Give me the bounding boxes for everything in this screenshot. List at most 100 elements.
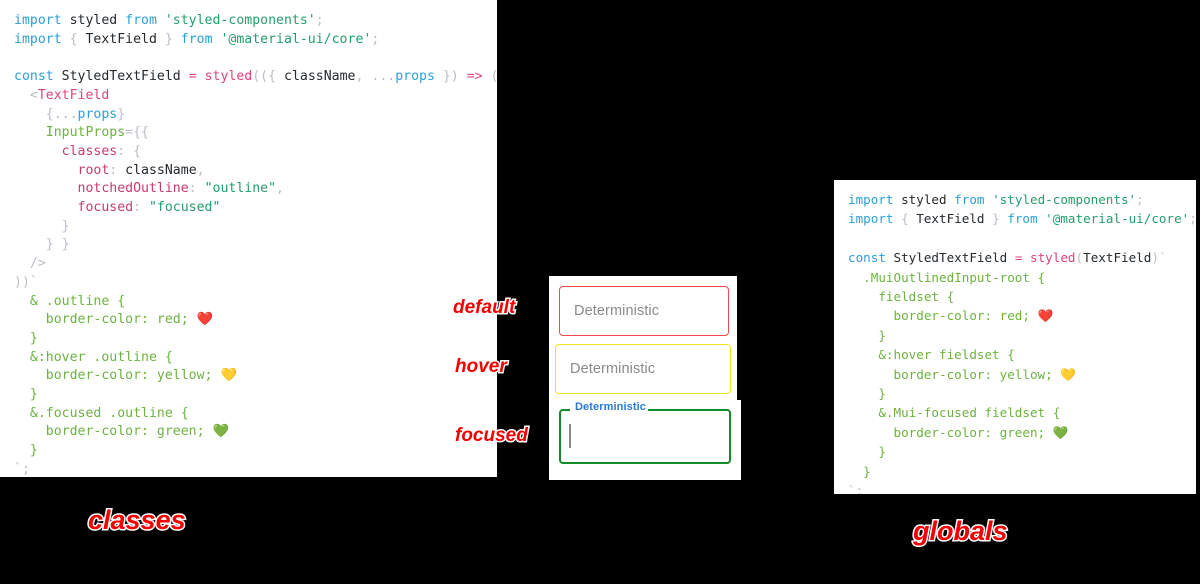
- code-token: ={{: [125, 125, 149, 141]
- annotation-hover: hover: [454, 355, 509, 379]
- code-line: &:hover .outline {: [14, 349, 497, 368]
- code-line: }: [14, 218, 497, 237]
- code-token: '@material-ui/core': [1045, 211, 1190, 227]
- code-token: 'styled-components': [164, 13, 316, 28]
- code-line: } }: [14, 236, 497, 255]
- code-token: }: [848, 444, 886, 460]
- code-token: ,: [355, 69, 364, 85]
- code-line: }: [14, 330, 497, 349]
- annotation-default: default: [451, 296, 516, 320]
- code-line: classes: {: [14, 143, 497, 162]
- code-line: [848, 229, 1196, 248]
- textfield-focused[interactable]: [559, 409, 731, 464]
- code-token: className: [125, 162, 197, 178]
- code-token: ;: [371, 31, 380, 47]
- textfield-demo-panel: Deterministic Deterministic Deterministi…: [549, 276, 741, 480]
- code-line: import { TextField } from '@material-ui/…: [848, 209, 1196, 228]
- code-token: (: [1075, 250, 1084, 266]
- code-token: ,: [276, 181, 284, 197]
- code-line: {...props}: [14, 106, 497, 125]
- code-token: [1022, 250, 1030, 265]
- code-line: &:hover fieldset {: [848, 345, 1196, 364]
- caption-classes: classes: [87, 504, 188, 537]
- code-token: styled: [69, 13, 126, 28]
- code-token: />: [14, 256, 46, 272]
- code-token: from: [172, 31, 221, 47]
- code-line: import styled from 'styled-components';: [14, 12, 497, 31]
- code-token: classes: [14, 143, 118, 159]
- code-token: border-color: yellow;: [14, 368, 221, 384]
- code-token: ;: [315, 13, 324, 28]
- code-token: [197, 69, 205, 84]
- code-token: 💛: [220, 368, 237, 384]
- code-token: ,: [196, 162, 205, 178]
- code-line: &.focused .outline {: [14, 405, 497, 424]
- code-token: import: [14, 31, 70, 47]
- code-token: [459, 69, 467, 84]
- code-token: from: [125, 13, 165, 28]
- code-token: {: [69, 31, 78, 47]
- code-token: )`: [1151, 250, 1167, 266]
- code-token: 💚: [1052, 424, 1069, 440]
- code-line: }: [14, 442, 497, 461]
- code-token: (: [482, 69, 497, 85]
- code-token: }: [14, 218, 70, 234]
- code-line: border-color: yellow; 💛: [848, 365, 1196, 384]
- code-line: border-color: yellow; 💛: [14, 367, 497, 386]
- code-token: :: [188, 181, 205, 197]
- code-token: props: [395, 69, 443, 85]
- code-token: ))`: [14, 274, 38, 290]
- code-line: `;: [14, 461, 497, 477]
- code-token: border-color: red;: [14, 312, 197, 328]
- code-token: {: [901, 211, 909, 227]
- code-token: =: [1014, 250, 1023, 266]
- code-token: className: [276, 69, 356, 85]
- code-token: border-color: green;: [14, 424, 213, 440]
- code-token: &.Mui-focused fieldset {: [848, 405, 1061, 421]
- code-token: TextField: [37, 87, 110, 103]
- code-line: border-color: green; 💚: [848, 423, 1196, 442]
- code-token: border-color: yellow;: [848, 366, 1061, 382]
- code-token: "outline": [204, 181, 277, 197]
- code-token: TextField: [908, 211, 993, 227]
- code-token: InputProps: [14, 125, 126, 141]
- code-token: root: [14, 162, 110, 178]
- code-token: styled: [1030, 250, 1076, 266]
- code-line: import styled from 'styled-components';: [848, 190, 1196, 209]
- code-token: fieldset {: [848, 289, 955, 305]
- code-line: &.Mui-focused fieldset {: [848, 403, 1196, 422]
- code-token: `;: [848, 483, 864, 494]
- textfield-hover-placeholder: Deterministic: [570, 361, 656, 377]
- code-token: }: [848, 463, 871, 479]
- code-token: &:hover fieldset {: [848, 347, 1015, 363]
- code-token: & .outline {: [14, 293, 126, 309]
- code-token: }: [164, 31, 173, 47]
- code-line: focused: "focused": [14, 199, 497, 218]
- code-line: />: [14, 255, 497, 274]
- code-token: } }: [14, 237, 70, 253]
- code-line: }: [14, 386, 497, 405]
- code-token: notchedOutline: [14, 181, 189, 197]
- code-token: import: [848, 211, 902, 227]
- code-token: ❤️: [1037, 308, 1054, 324]
- code-panel-globals: import styled from 'styled-components';i…: [834, 180, 1196, 494]
- code-line: }: [848, 462, 1196, 481]
- code-token: }: [14, 443, 38, 459]
- code-token: }: [992, 211, 1000, 227]
- code-token: styled: [204, 69, 253, 85]
- code-token: ❤️: [196, 312, 214, 328]
- code-line: import { TextField } from '@material-ui/…: [14, 31, 497, 50]
- annotation-focused: focused: [454, 424, 530, 448]
- code-token: focused: [14, 200, 134, 216]
- code-token: 'styled-components': [992, 192, 1137, 207]
- code-token: }: [14, 330, 38, 346]
- code-line: fieldset {: [848, 287, 1196, 306]
- textfield-default[interactable]: Deterministic: [559, 286, 729, 336]
- code-panel-classes: import styled from 'styled-components';i…: [0, 0, 497, 477]
- code-token: styled: [901, 192, 955, 207]
- code-token: ;: [1136, 192, 1144, 207]
- textfield-hover[interactable]: Deterministic: [555, 344, 731, 394]
- code-line: border-color: green; 💚: [14, 423, 497, 442]
- code-token: =: [188, 69, 197, 85]
- code-line: }: [848, 326, 1196, 345]
